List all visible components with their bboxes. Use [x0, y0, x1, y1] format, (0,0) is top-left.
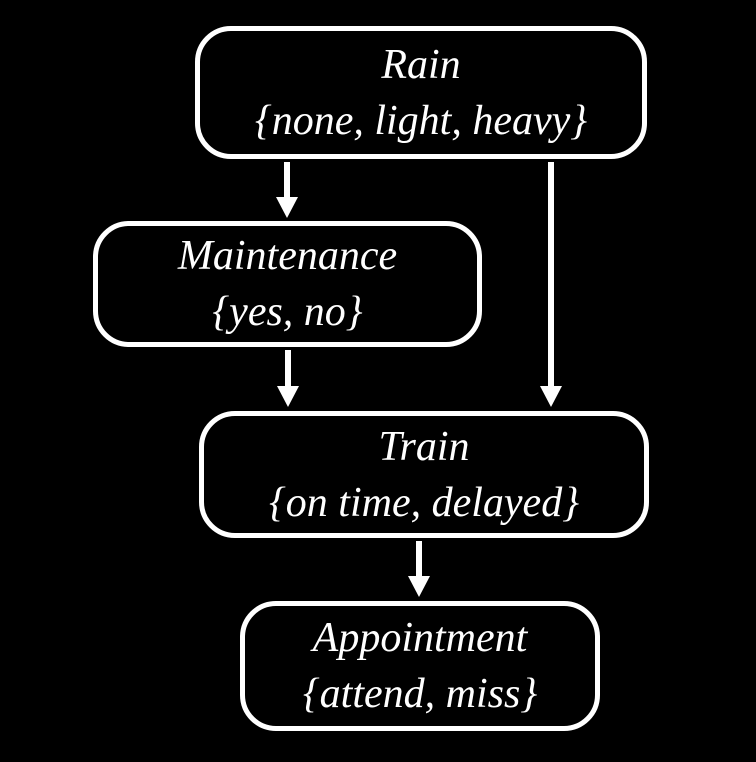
node-rain-label: Rain: [381, 41, 461, 88]
edge-train-to-appointment: [408, 541, 430, 597]
node-appointment-label: Appointment: [312, 615, 528, 661]
node-train-label: Train: [378, 423, 470, 470]
edge-maintenance-to-train: [277, 350, 299, 407]
node-appointment-values: {attend, miss}: [302, 671, 538, 717]
node-train-values: {on time, delayed}: [269, 479, 579, 526]
node-train: Train {on time, delayed}: [199, 411, 649, 538]
node-maintenance-label: Maintenance: [177, 233, 398, 279]
node-maintenance: Maintenance {yes, no}: [93, 221, 482, 347]
edge-rain-to-train: [540, 162, 562, 407]
edge-rain-to-maintenance: [276, 162, 298, 218]
node-maintenance-values: {yes, no}: [212, 289, 363, 335]
node-appointment: Appointment {attend, miss}: [240, 601, 600, 731]
node-rain: Rain {none, light, heavy}: [195, 26, 647, 159]
node-rain-values: {none, light, heavy}: [254, 97, 588, 144]
